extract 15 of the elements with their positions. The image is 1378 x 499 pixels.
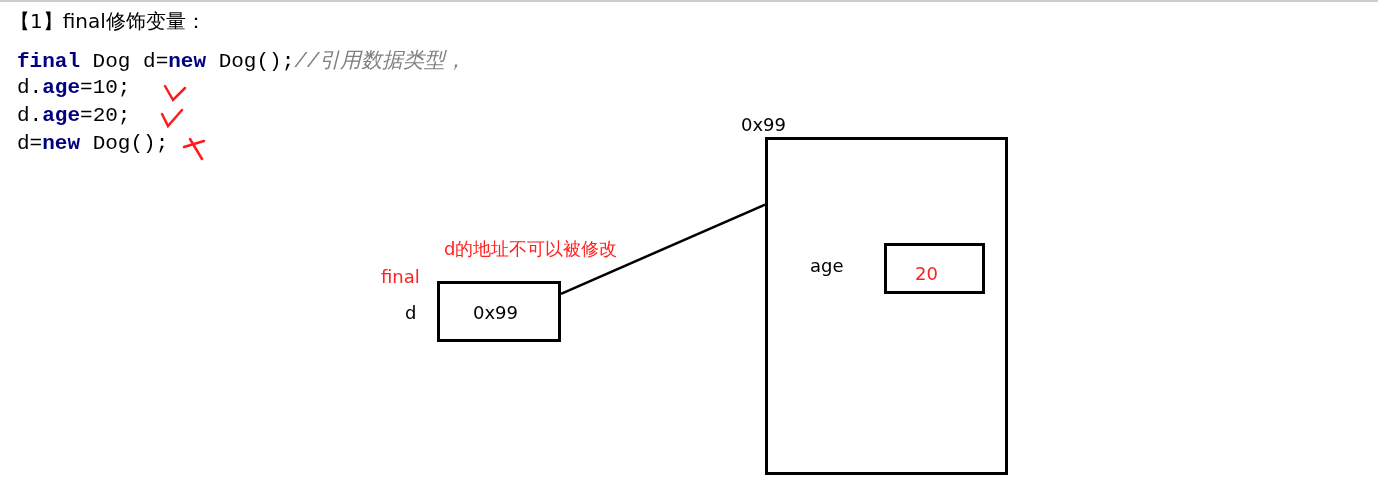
code-line: d.age=20;	[17, 104, 131, 127]
address-label: 0x99	[741, 114, 786, 136]
variable-label: d	[405, 302, 417, 324]
memory-box	[437, 281, 561, 342]
heading: 【1】final修饰变量：	[10, 8, 206, 35]
code-line: final Dog d=new Dog();//引用数据类型，	[17, 48, 467, 74]
connector-line	[560, 203, 766, 295]
edge-label: d的地址不可以被修改	[444, 238, 618, 260]
node-text: 20	[915, 263, 938, 285]
node-text: age	[810, 255, 844, 277]
code-line: d.age=10;	[17, 76, 131, 99]
node-text: 0x99	[473, 302, 518, 324]
variable-label: final	[381, 266, 420, 288]
memory-box	[884, 243, 985, 294]
code-line: d=new Dog();	[17, 132, 169, 155]
